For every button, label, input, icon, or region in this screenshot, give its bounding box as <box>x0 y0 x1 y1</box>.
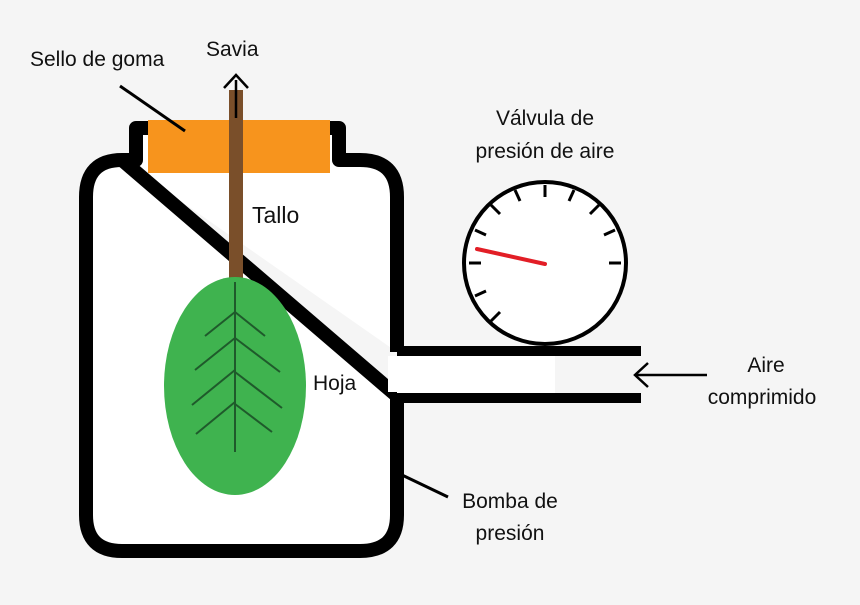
stem-label: Tallo <box>252 202 299 228</box>
leaf-label: Hoja <box>313 372 357 395</box>
air-arrow-head <box>633 362 649 388</box>
seal-leader-line <box>119 84 186 133</box>
air-label-line2: comprimido <box>708 386 817 409</box>
pump-leader-line <box>401 473 449 499</box>
gauge-needle <box>475 247 547 266</box>
air-label-line1: Aire <box>747 354 784 377</box>
valve-label-line1: Válvula de <box>496 107 594 130</box>
stem <box>229 90 243 282</box>
sap-label: Savia <box>206 38 259 61</box>
pump-label-line2: presión <box>476 522 545 545</box>
sap-arrow-head <box>223 73 249 89</box>
seal-label: Sello de goma <box>30 48 165 71</box>
leaf-veins <box>191 282 283 452</box>
pump-label-line1: Bomba de <box>462 490 558 513</box>
valve-label-line2: presión de aire <box>476 140 615 163</box>
gauge-ticks <box>469 185 621 323</box>
inlet-pipe-interior <box>397 356 555 393</box>
